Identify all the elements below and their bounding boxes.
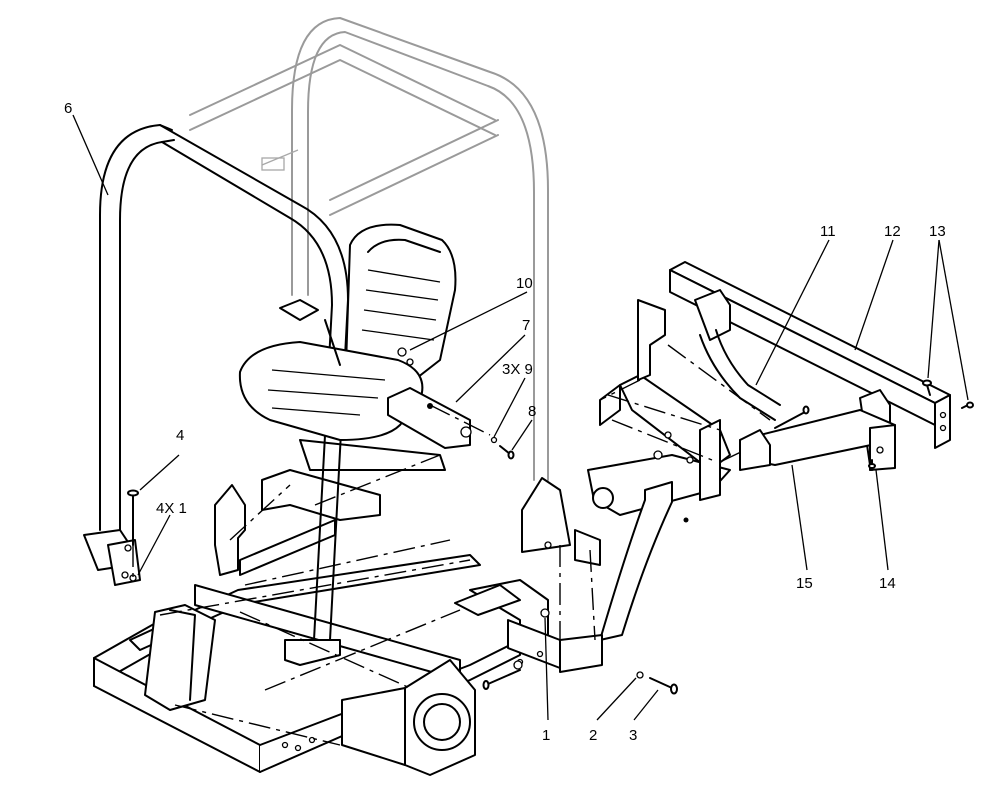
- callout-12: 12: [884, 223, 901, 240]
- callout-3: 3: [629, 727, 637, 744]
- main-frame: [93, 439, 599, 776]
- callout-8: 8: [528, 403, 536, 420]
- right-mount-assembly: [559, 299, 731, 673]
- link-arm: [739, 409, 896, 471]
- assembly-centerlines: [132, 344, 771, 746]
- callout-15: 15: [796, 575, 813, 592]
- callout-4: 4: [176, 427, 184, 444]
- seat: [238, 223, 457, 441]
- hitch-bracket: [699, 329, 781, 421]
- callout-7: 7: [522, 317, 530, 334]
- callout-14: 14: [879, 575, 896, 592]
- rear-rops-hoop: [189, 17, 549, 481]
- callout-13: 13: [929, 223, 946, 240]
- seat-bracket: [387, 347, 472, 449]
- callout-11: 11: [820, 223, 836, 240]
- callout-6: 6: [64, 100, 72, 117]
- callout-3x9: 3X 9: [502, 361, 533, 378]
- callout-labels: 6 4 4X 1 10 7 3X 9 8 1 2 3 11 12 13 15 1…: [64, 100, 946, 744]
- front-rops-hoop: [83, 124, 349, 666]
- fasteners: [127, 379, 974, 695]
- callout-10: 10: [516, 275, 533, 292]
- callout-2: 2: [589, 727, 597, 744]
- leader-lines: [72, 114, 969, 721]
- drawbar: [669, 261, 951, 466]
- callout-1: 1: [542, 727, 550, 744]
- rear-hoop-foot: [521, 477, 601, 566]
- callout-4x1: 4X 1: [156, 500, 187, 517]
